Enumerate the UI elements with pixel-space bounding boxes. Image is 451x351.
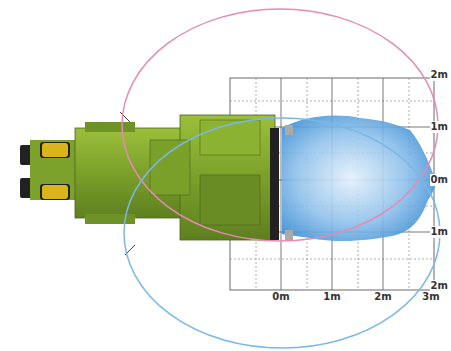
axis-tick-label: 3m: [421, 291, 440, 303]
side-tick-label: 2m: [430, 69, 449, 81]
side-tick-label: 1m: [430, 226, 449, 238]
axis-tick-label: 0m: [271, 291, 290, 303]
side-tick-label: 2m: [430, 280, 449, 292]
side-tick-label: 0m: [430, 174, 449, 186]
axis-tick-label: 2m: [373, 291, 392, 303]
machine: [20, 112, 293, 255]
coverage-ellipse-top: [122, 9, 438, 241]
axis-tick-label: 1m: [322, 291, 341, 303]
spray-pattern: [282, 116, 436, 241]
side-tick-label: 1m: [430, 121, 449, 133]
coverage-ellipse-bottom: [124, 118, 440, 348]
